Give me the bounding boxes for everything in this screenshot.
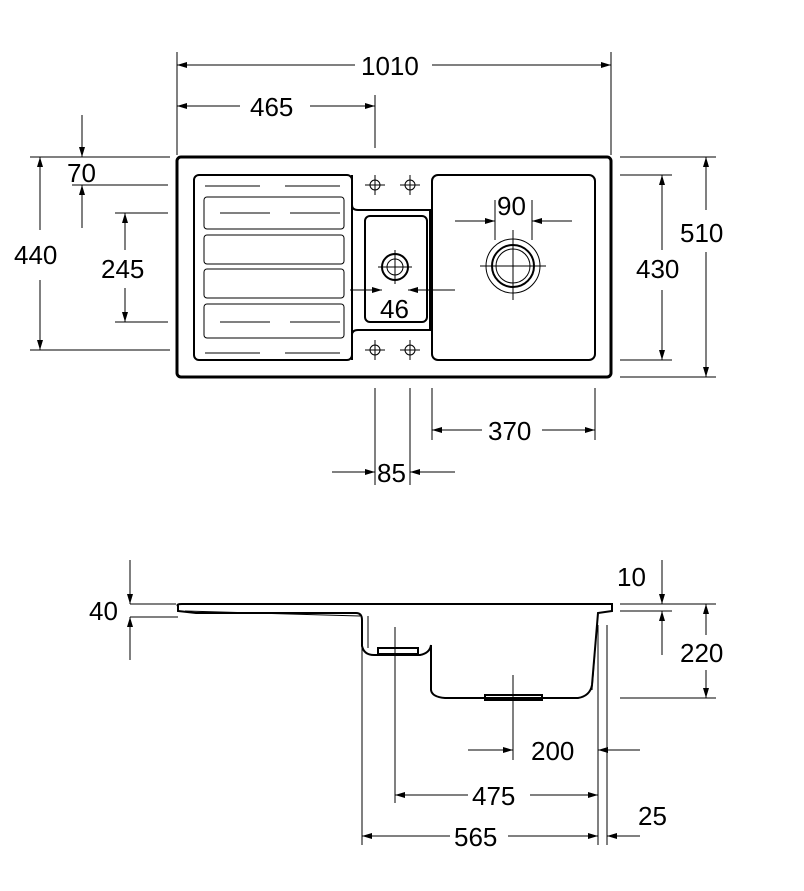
dim-10: 10 [617,562,646,592]
dim-1010: 1010 [361,51,419,81]
top-view: 1010 465 70 440 245 510 430 90 46 370 85 [14,51,723,488]
dim-510: 510 [680,218,723,248]
dim-200: 200 [531,736,574,766]
dim-90: 90 [497,191,526,221]
dim-430: 430 [636,254,679,284]
small-bowl [351,175,431,360]
dim-245: 245 [101,254,144,284]
dim-70: 70 [67,158,96,188]
dim-25: 25 [638,801,667,831]
dim-465: 465 [250,92,293,122]
dim-440: 440 [14,240,57,270]
main-bowl [431,174,596,361]
dim-46: 46 [380,294,409,324]
sink-outline [175,155,613,379]
small-waste-profile [377,647,419,655]
dim-40: 40 [89,596,118,626]
drainer-board [193,174,353,361]
dim-475: 475 [472,781,515,811]
sink-profile [176,603,613,699]
dim-565: 565 [454,822,497,852]
dim-220: 220 [680,638,723,668]
dim-85: 85 [377,458,406,488]
side-view: 40 10 220 200 475 565 25 [89,560,723,852]
tap-hole-markers [365,175,420,360]
dim-370: 370 [488,416,531,446]
